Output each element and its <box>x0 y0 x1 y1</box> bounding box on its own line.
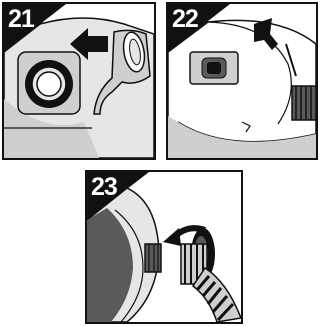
step-21-panel: 21 <box>2 2 156 160</box>
step-23-panel: 23 <box>85 170 243 324</box>
step-number-21: 21 <box>8 5 34 33</box>
direction-arrow-head <box>163 228 181 246</box>
installed-deflector-inner <box>207 62 221 74</box>
step-number-23: 23 <box>91 173 117 201</box>
step-22-panel: 22 <box>166 2 318 160</box>
step-number-22: 22 <box>172 5 198 33</box>
intake-port-hole <box>37 72 61 96</box>
body-port <box>145 244 161 272</box>
